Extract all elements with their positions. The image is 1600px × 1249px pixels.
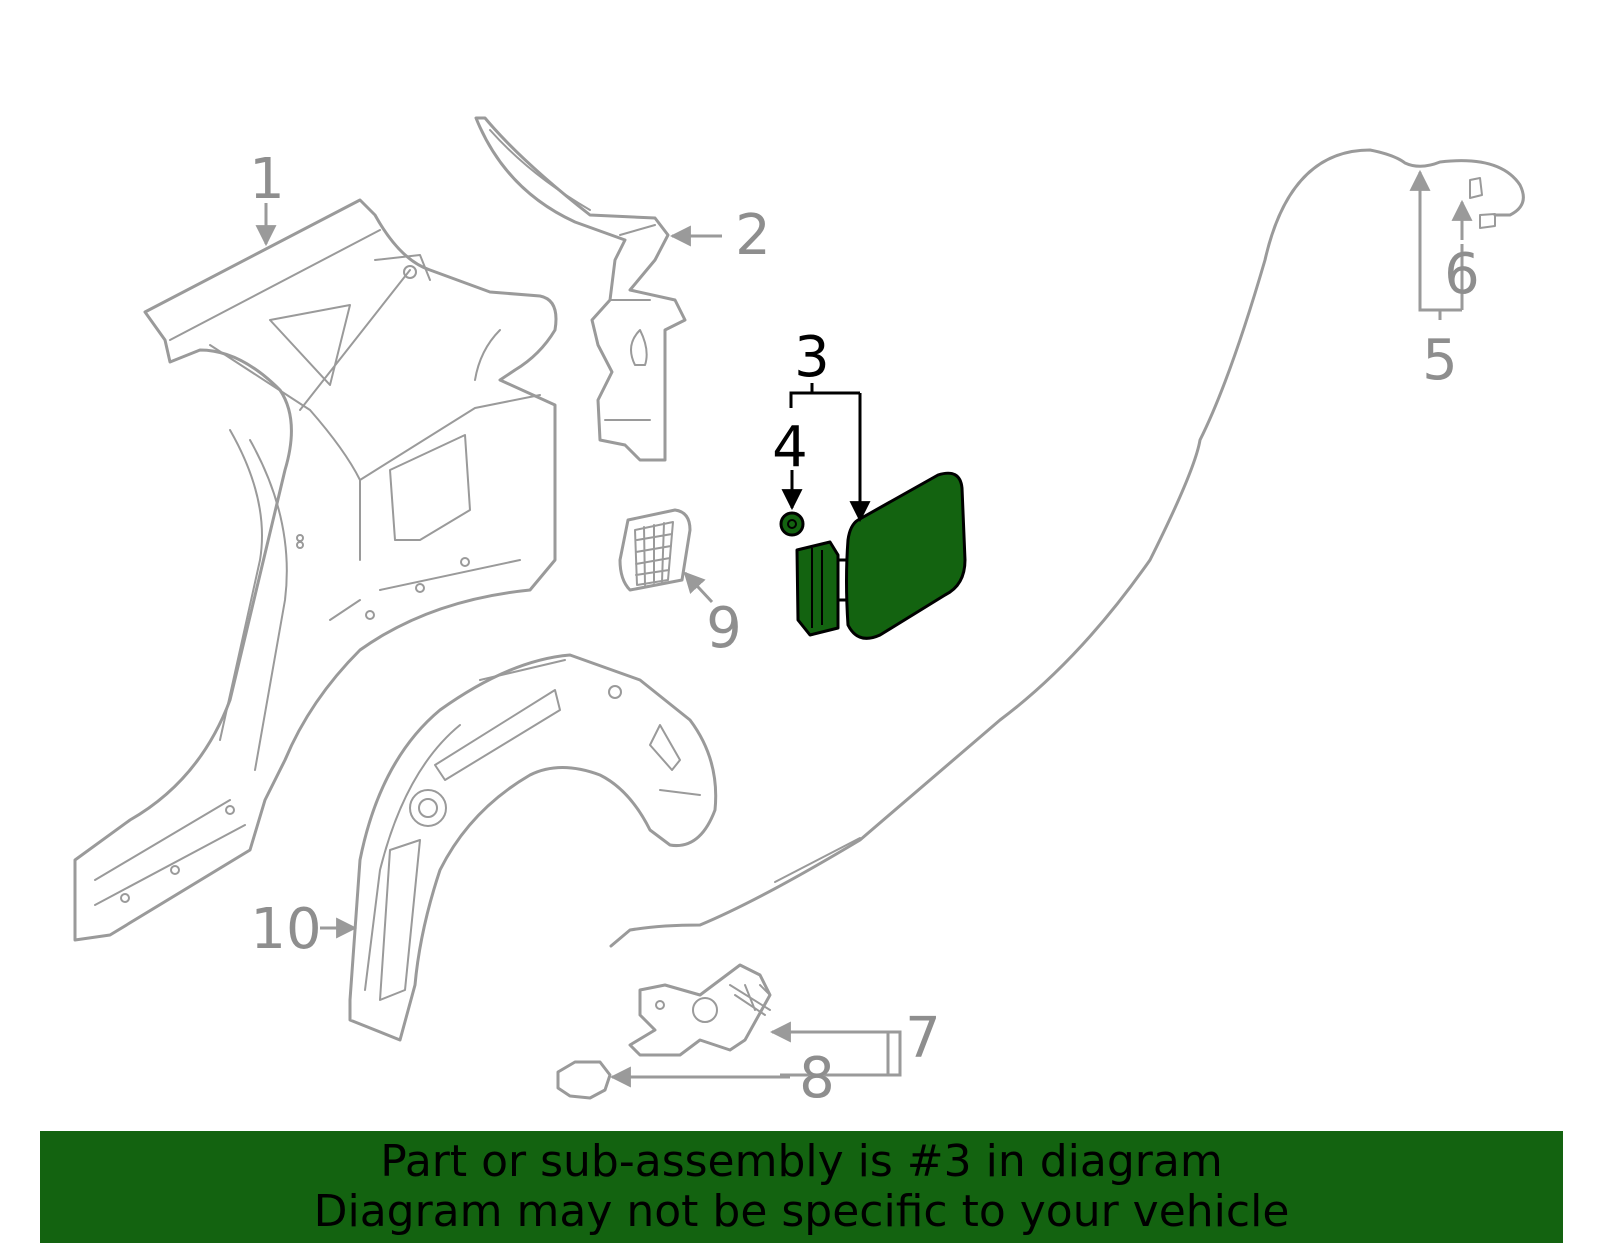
quarter-panel-part bbox=[73, 198, 558, 942]
fuel-door-grommet-part bbox=[779, 511, 805, 537]
callout-6: 6 bbox=[1444, 242, 1480, 307]
vent-grille-part bbox=[618, 508, 692, 592]
callout-labels: 1 2 3 4 5 6 7 8 9 10 bbox=[249, 147, 1480, 1111]
release-cable-part bbox=[609, 148, 1525, 948]
latch-mechanism-part bbox=[628, 963, 772, 1057]
notice-line-1: Part or sub-assembly is #3 in diagram bbox=[380, 1136, 1223, 1187]
wheel-housing-liner-part bbox=[348, 653, 718, 1042]
callout-9: 9 bbox=[706, 596, 742, 661]
callout-5: 5 bbox=[1422, 328, 1458, 393]
inner-bracket-part bbox=[474, 116, 687, 462]
callout-3: 3 bbox=[794, 325, 830, 390]
leader-lines bbox=[255, 169, 1473, 1088]
bumper-part bbox=[556, 1060, 612, 1100]
callout-4: 4 bbox=[772, 415, 808, 480]
callout-1: 1 bbox=[249, 147, 285, 212]
diagram-notice-banner: Part or sub-assembly is #3 in diagram Di… bbox=[40, 1131, 1563, 1243]
callout-10: 10 bbox=[250, 897, 321, 962]
callout-8: 8 bbox=[799, 1046, 835, 1111]
notice-line-2: Diagram may not be specific to your vehi… bbox=[313, 1186, 1290, 1237]
callout-7: 7 bbox=[905, 1006, 941, 1071]
callout-2: 2 bbox=[735, 203, 771, 268]
fuel-door-assembly-part bbox=[795, 471, 967, 640]
